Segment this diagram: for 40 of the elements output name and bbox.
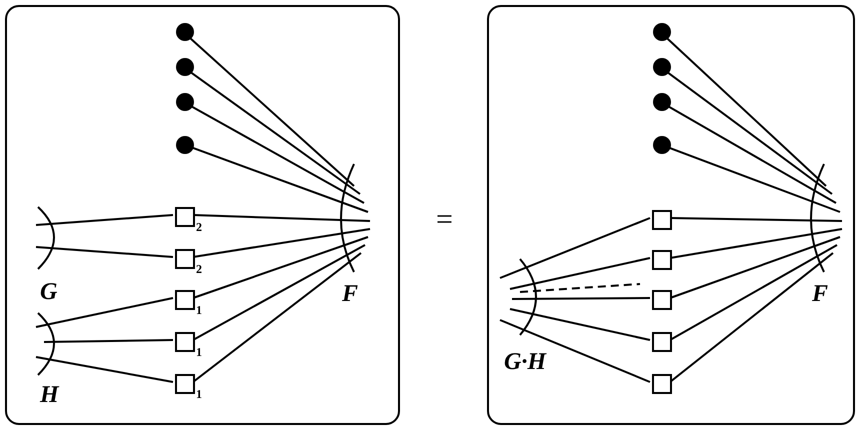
connector-line [510,257,650,290]
variable-label: G·H [504,349,546,375]
connector-line [44,339,174,343]
connector-line [666,104,836,204]
filled-dot [653,93,671,111]
variable-label: F [342,281,358,307]
connector-line [36,214,174,226]
equals-sign: = [436,205,453,235]
connector-line [188,36,355,187]
connector-line [512,297,650,300]
subscript-number: 2 [196,221,202,233]
connector-line [510,308,650,341]
connector-line [36,356,174,383]
filled-dot [653,136,671,154]
connector-line [668,146,840,213]
connector-line [666,70,833,195]
subscript-number: 2 [196,263,202,275]
connector-line [36,246,174,258]
connector-line [190,104,364,204]
filled-dot [176,93,194,111]
filled-dot [176,23,194,41]
connector-line [190,146,368,213]
connector-line [665,36,827,187]
filled-dot [176,58,194,76]
connector-line [500,319,650,383]
variable-label: G [40,279,58,305]
panel-frame [5,5,400,425]
panel-frame [487,5,855,425]
variable-label: H [40,382,59,408]
connector-line [500,217,650,279]
filled-dot [653,58,671,76]
filled-dot [176,136,194,154]
subscript-number: 1 [196,304,202,316]
filled-dot [653,23,671,41]
subscript-number: 1 [196,346,202,358]
subscript-number: 1 [196,388,202,400]
connector-line [36,297,174,328]
variable-label: F [812,281,828,307]
dashed-line [520,283,640,293]
connector-line [188,70,361,195]
